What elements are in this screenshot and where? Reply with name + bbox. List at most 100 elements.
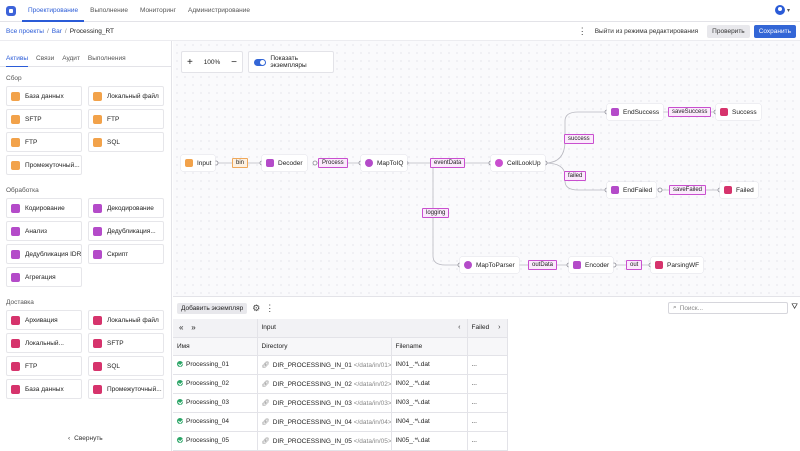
zoom-out-icon[interactable]: − [231,57,237,68]
node-encoder[interactable]: Encoder [569,257,613,273]
chevron-right-icon[interactable]: › [498,324,500,331]
asset-item[interactable]: Кодирование [6,198,82,218]
node-success[interactable]: Success [716,104,761,120]
sidebar-tab-assets[interactable]: Активы [6,55,28,67]
edge-label-eventdata[interactable]: eventData [430,158,465,168]
tab-design[interactable]: Проектирование [22,0,84,22]
node-endfailed[interactable]: EndFailed [607,182,656,198]
avatar-icon[interactable] [775,5,785,15]
asset-item[interactable]: Дедубликация... [88,221,164,241]
table-row[interactable]: Processing_05🔗︎DIR_PROCESSING_IN_05 </da… [173,431,507,450]
sidebar-tab-links[interactable]: Связи [36,55,54,67]
asset-item[interactable]: Промежуточный... [88,379,164,399]
table-row[interactable]: Processing_02🔗︎DIR_PROCESSING_IN_02 </da… [173,374,507,393]
breadcrumb-all-projects[interactable]: Все проекты [6,28,44,35]
asset-item[interactable]: Промежуточный... [6,155,82,175]
table-row[interactable]: Processing_03🔗︎DIR_PROCESSING_IN_03 </da… [173,393,507,412]
filter-icon[interactable]: ⛛ [791,302,798,312]
asset-item[interactable]: Скрипт [88,244,164,264]
edge-label-bin[interactable]: bin [232,158,248,168]
show-instances-toggle[interactable]: Показать экземпляры [248,51,334,73]
edge-label-savefailed[interactable]: saveFailed [669,185,706,195]
instance-filename-cell[interactable]: IN02_.*\.dat [391,374,467,393]
asset-item[interactable]: Декодирование [88,198,164,218]
chevron-down-icon[interactable]: ▾ [787,7,790,14]
node-endsuccess[interactable]: EndSuccess [607,104,663,120]
column-name-header[interactable]: Имя [173,337,257,355]
check-button[interactable]: Проверить [707,25,750,38]
table-row[interactable]: Processing_01🔗︎DIR_PROCESSING_IN_01 </da… [173,355,507,374]
exit-edit-button[interactable]: Выйти из режима редактирования [590,25,703,38]
asset-item[interactable]: FTP [88,109,164,129]
collapse-button[interactable]: ‹ Свернуть [68,435,103,442]
flow-canvas[interactable]: + 100% − Показать экземпляры Input Decod… [173,41,800,297]
edge-label-savesuccess[interactable]: saveSuccess [668,107,711,117]
asset-item[interactable]: Анализ [6,221,82,241]
asset-item[interactable]: Агрегация [6,267,82,287]
instance-filename-cell[interactable]: IN05_.*\.dat [391,431,467,450]
more-icon[interactable]: ⋮ [265,303,274,314]
instance-filename-cell[interactable]: IN03_.*\.dat [391,393,467,412]
column-directory-header[interactable]: Directory [257,337,391,355]
toggle-switch[interactable] [254,59,266,66]
zoom-in-icon[interactable]: + [187,57,193,68]
edge-label-logging[interactable]: logging [422,208,449,218]
asset-item[interactable]: FTP [6,132,82,152]
asset-item[interactable]: Локальный файл [88,86,164,106]
asset-item[interactable]: SFTP [88,333,164,353]
asset-item[interactable]: FTP [6,356,82,376]
asset-item[interactable]: База данных [6,86,82,106]
instance-failed-cell[interactable]: ... [467,374,507,393]
instance-name-cell[interactable]: Processing_04 [173,412,257,431]
instance-failed-cell[interactable]: ... [467,412,507,431]
app-logo-icon[interactable] [6,6,16,16]
breadcrumb-project[interactable]: Bar [52,28,62,35]
instance-directory-cell[interactable]: 🔗︎DIR_PROCESSING_IN_02 </data/in/02> [257,374,391,393]
sidebar-tab-executions[interactable]: Выполнения [88,55,126,67]
node-maptoiq[interactable]: MapToIQ [361,155,407,171]
node-decoder[interactable]: Decoder [262,155,307,171]
asset-item[interactable]: Локальный файл [88,310,164,330]
asset-item[interactable]: База данных [6,379,82,399]
expand-right-icon[interactable]: » [191,323,195,332]
edge-label-success[interactable]: success [564,134,594,144]
node-maptoparser[interactable]: MapToParser [460,257,519,273]
add-instance-button[interactable]: Добавить экземпляр [177,303,247,314]
node-parsingwf[interactable]: ParsingWF [651,257,703,273]
edge-label-process[interactable]: Process [318,158,348,168]
node-celllookup[interactable]: CellLookUp [491,155,545,171]
user-menu[interactable]: ▾ [775,5,790,15]
instance-name-cell[interactable]: Processing_01 [173,355,257,374]
edge-label-outdata[interactable]: outData [528,260,557,270]
search-input[interactable]: ⌕ Поиск... [668,302,788,314]
instance-filename-cell[interactable]: IN01_.*\.dat [391,355,467,374]
gear-icon[interactable]: ⚙ [252,303,260,314]
instance-directory-cell[interactable]: 🔗︎DIR_PROCESSING_IN_05 </data/in/05> [257,431,391,450]
instance-directory-cell[interactable]: 🔗︎DIR_PROCESSING_IN_03 </data/in/03> [257,393,391,412]
edge-label-out[interactable]: out [626,260,642,270]
collapse-left-icon[interactable]: « [179,323,183,332]
chevron-left-icon[interactable]: ‹ [458,324,460,331]
table-row[interactable]: Processing_04🔗︎DIR_PROCESSING_IN_04 </da… [173,412,507,431]
instance-filename-cell[interactable]: IN04_.*\.dat [391,412,467,431]
save-button[interactable]: Сохранить [754,25,796,38]
instance-name-cell[interactable]: Processing_03 [173,393,257,412]
edge-label-failed[interactable]: failed [564,171,586,181]
instance-name-cell[interactable]: Processing_05 [173,431,257,450]
instance-name-cell[interactable]: Processing_02 [173,374,257,393]
instance-failed-cell[interactable]: ... [467,431,507,450]
node-failed[interactable]: Failed [720,182,758,198]
asset-item[interactable]: Локальный... [6,333,82,353]
more-icon[interactable]: ⋮ [578,26,586,37]
tab-monitoring[interactable]: Мониторинг [134,0,182,22]
asset-item[interactable]: SFTP [6,109,82,129]
instance-failed-cell[interactable]: ... [467,393,507,412]
asset-item[interactable]: SQL [88,356,164,376]
asset-item[interactable]: Архивация [6,310,82,330]
asset-item[interactable]: Дедубликация IDR [6,244,82,264]
tab-execution[interactable]: Выполнение [84,0,134,22]
asset-item[interactable]: SQL [88,132,164,152]
column-filename-header[interactable]: Filename [391,337,467,355]
sidebar-tab-audit[interactable]: Аудит [62,55,80,67]
node-input[interactable]: Input [181,155,215,171]
